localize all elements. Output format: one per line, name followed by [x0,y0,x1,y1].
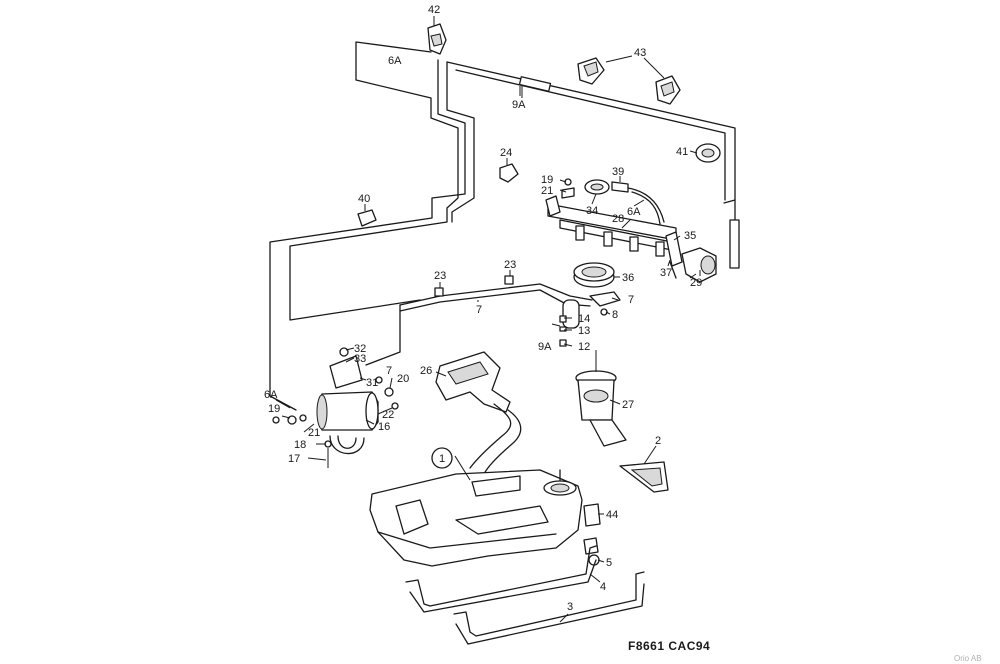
callout-27: 27 [622,399,634,411]
nut-5 [583,537,600,566]
fuel-line-9a-top [446,61,736,204]
callout-14: 14 [578,313,590,325]
fuel-line-6a-upper [289,41,459,321]
callout-41: 41 [676,146,688,158]
callout-6a-top: 6A [388,55,402,67]
fuel-line-9a-upper [446,61,475,223]
callout-31: 31 [366,377,378,389]
callout-7-left: 7 [386,365,392,377]
callout-23-right: 23 [504,259,516,271]
callout-29: 29 [690,277,702,289]
callout-21-left: 21 [308,427,320,439]
callout-12: 12 [578,341,590,353]
tank-strap-4 [405,545,597,613]
callout-18: 18 [294,439,306,451]
callout-17: 17 [288,453,300,465]
fuel-rail-assembly [545,178,683,279]
callout-22: 22 [382,409,394,421]
callout-35: 35 [684,230,696,242]
pump-connectors [559,291,621,347]
callout-37: 37 [660,267,672,279]
callout-7-mid: 7 [476,304,482,316]
callout-28: 28 [612,213,624,225]
callout-2: 2 [655,435,661,447]
callout-26: 26 [420,365,432,377]
callout-8: 8 [612,309,618,321]
callout-9a-mid: 9A [538,341,552,353]
callout-23-left: 23 [434,270,446,282]
callout-39: 39 [612,166,624,178]
filler-neck-26 [435,351,522,475]
bracket-44 [583,503,601,527]
callout-3: 3 [567,601,573,613]
heat-shield-2 [619,461,669,493]
fuel-line-right-end [729,219,740,269]
fuel-cap-41 [689,143,721,163]
callout-19-left: 19 [268,403,280,415]
clip-43-pair [577,55,681,105]
callout-1: 1 [439,453,445,465]
callout-1-circle [431,447,453,469]
pressure-regulator-29 [681,247,717,283]
callout-36: 36 [622,272,634,284]
callout-21-top: 21 [541,185,553,197]
leader-lines [275,86,697,623]
clip-40 [357,204,377,227]
callout-6a-mid: 6A [627,206,641,218]
callout-20: 20 [397,373,409,385]
fuel-pump-27 [575,350,627,447]
callout-40: 40 [358,193,370,205]
tank-strap-3 [453,571,645,645]
callout-24: 24 [500,147,512,159]
clip-42 [427,16,447,55]
reference-code: F8661 CAC94 [628,639,710,653]
callout-44: 44 [606,509,618,521]
callout-33: 33 [354,353,366,365]
fuel-line-6a-upper-inner [269,59,466,411]
callout-43: 43 [634,47,646,59]
callout-4: 4 [600,581,606,593]
callout-32: 32 [354,343,366,355]
callout-7-top: 7 [628,294,634,306]
connector-9a-top [518,76,552,98]
bracket-24 [499,158,519,183]
seal-ring-36 [573,262,615,288]
callout-34: 34 [586,205,598,217]
credit-watermark: Orio AB [954,654,982,663]
callout-5: 5 [606,557,612,569]
callout-6a-left: 6A [264,389,278,401]
callout-42: 42 [428,4,440,16]
fuel-line-7-middle [365,275,593,366]
callout-19-top: 19 [541,174,553,186]
fuel-filter-16 [272,347,399,468]
callout-9a-top: 9A [512,99,526,111]
fuel-tank-1 [369,469,583,567]
callout-13: 13 [578,325,590,337]
callout-16: 16 [378,421,390,433]
